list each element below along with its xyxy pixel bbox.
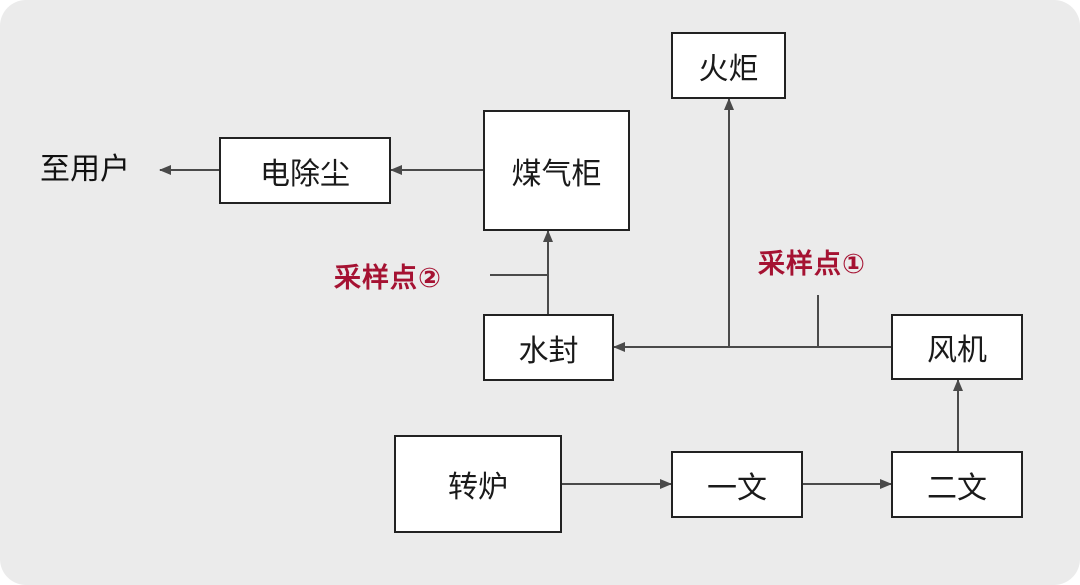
node-dianchuchen: 电除尘 [219,137,391,204]
node-zhuanlu: 转炉 [394,435,562,533]
node-yiwen: 一文 [671,451,803,518]
node-huoju: 火炬 [671,32,786,99]
label-to-user: 至用户 [40,152,130,187]
node-erwen: 二文 [891,451,1023,518]
node-fengji: 风机 [891,314,1023,380]
node-shuifeng: 水封 [483,314,614,381]
label-sampling-point-2: 采样点② [334,263,442,294]
label-sampling-point-1: 采样点① [758,249,866,280]
node-meiqigui: 煤气柜 [483,110,630,231]
